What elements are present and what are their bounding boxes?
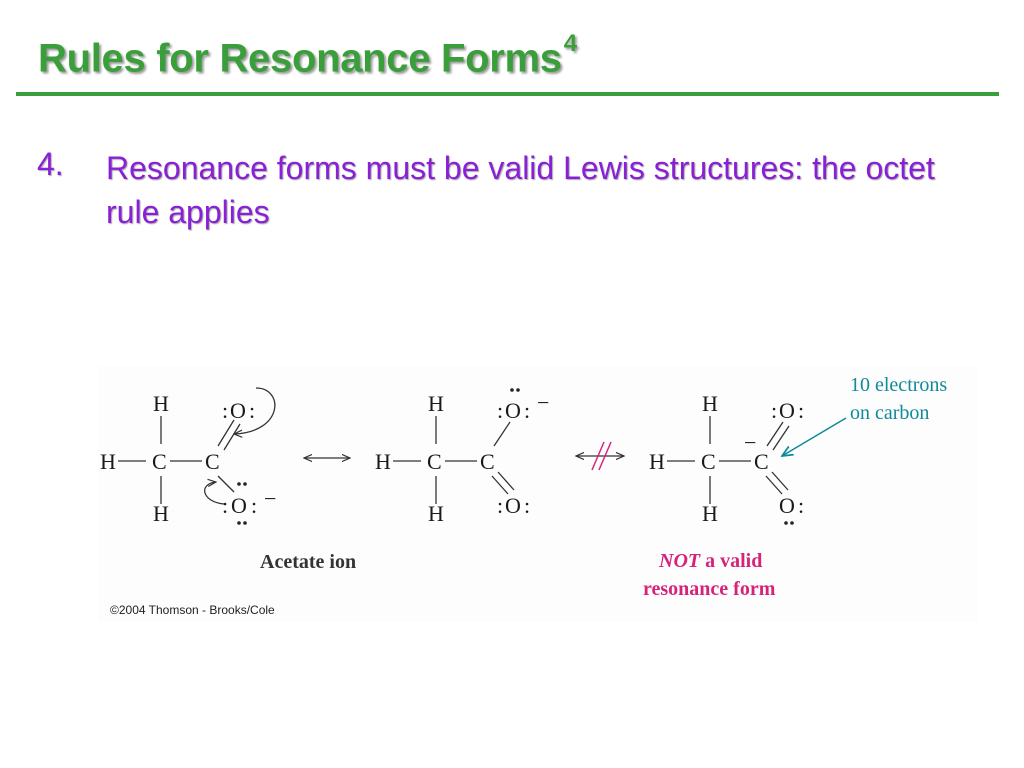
lone-pair: : (249, 398, 255, 423)
atom-h: H (702, 501, 718, 526)
acetate-structure-2: H H C C H : O : − : O : (375, 388, 549, 526)
atom-h: H (702, 391, 718, 416)
negative-charge: − (264, 486, 276, 511)
double-bond-line (771, 471, 789, 491)
lone-pair: : (251, 493, 257, 518)
atom-o: O (779, 398, 795, 423)
atom-c: C (754, 449, 769, 474)
atom-h: H (100, 449, 116, 474)
double-bond-line (772, 425, 790, 451)
atom-c: C (701, 449, 716, 474)
resonance-figure: H H C C H : O : : O : − (98, 366, 978, 622)
annotation-note-line2: on carbon (850, 402, 929, 424)
negative-charge: − (744, 430, 756, 455)
atom-o: O (231, 493, 247, 518)
bond-line (493, 421, 511, 447)
atom-h: H (428, 391, 444, 416)
invalid-structure: H H C C − H : O : O : (649, 391, 847, 526)
double-bond-line (766, 421, 784, 447)
strike-line (591, 441, 605, 471)
pointer-arrow (782, 417, 847, 456)
bond-line (217, 475, 235, 493)
resonance-diagram: H H C C H : O : : O : − (100, 374, 947, 617)
list-item-text: Resonance forms must be valid Lewis stru… (106, 150, 935, 230)
label-not-valid-line2: resonance form (643, 578, 776, 600)
lone-pair: : (798, 493, 804, 518)
double-bond-line (765, 475, 783, 495)
strike-line (598, 441, 612, 471)
lone-pair-dot (516, 388, 520, 392)
atom-h: H (375, 449, 391, 474)
lone-pair-dot (237, 482, 241, 486)
curved-arrow (204, 482, 225, 505)
lone-pair-dot (243, 521, 247, 525)
atom-c: C (205, 449, 220, 474)
atom-c: C (480, 449, 495, 474)
atom-h: H (153, 391, 169, 416)
double-bond-line (217, 419, 235, 447)
atom-c: C (427, 449, 442, 474)
lone-pair: : (222, 493, 228, 518)
atom-c: C (152, 449, 167, 474)
atom-h: H (153, 501, 169, 526)
atom-o: O (230, 398, 246, 423)
atom-h: H (649, 449, 665, 474)
double-bond-line (491, 475, 509, 495)
curved-arrow (234, 387, 276, 434)
slide-title-superscript: 4 (563, 30, 577, 57)
label-not-valid-rest: a valid (700, 550, 762, 572)
lone-pair-dot (510, 388, 514, 392)
lone-pair: : (524, 493, 530, 518)
lone-pair-dot (790, 521, 794, 525)
slide-title-text: Rules for Resonance Forms (38, 36, 562, 81)
atom-o: O (505, 493, 521, 518)
lone-pair: : (798, 398, 804, 423)
copyright-text: ©2004 Thomson - Brooks/Cole (110, 603, 275, 617)
lone-pair: : (524, 398, 530, 423)
label-not-valid-line1: NOT a valid (658, 550, 762, 572)
lone-pair: : (497, 493, 503, 518)
list-item-number: 4. (37, 146, 64, 182)
lone-pair: : (497, 398, 503, 423)
acetate-structure-1: H H C C H : O : : O : − (100, 387, 276, 526)
lone-pair-dot (237, 521, 241, 525)
title-divider (16, 92, 999, 96)
slide-title: Rules for Resonance Forms4 (38, 30, 577, 81)
annotation-note-line1: 10 electrons (850, 374, 947, 396)
double-bond-line (223, 423, 241, 451)
label-not-emphasis: NOT (658, 550, 701, 572)
negative-charge: − (537, 390, 549, 415)
lone-pair: : (222, 398, 228, 423)
double-bond-line (497, 471, 515, 491)
lone-pair-dot (784, 521, 788, 525)
lone-pair-dot (243, 482, 247, 486)
atom-o: O (505, 398, 521, 423)
lone-pair: : (771, 398, 777, 423)
atom-h: H (428, 501, 444, 526)
label-acetate-ion: Acetate ion (260, 551, 356, 573)
atom-o: O (779, 493, 795, 518)
